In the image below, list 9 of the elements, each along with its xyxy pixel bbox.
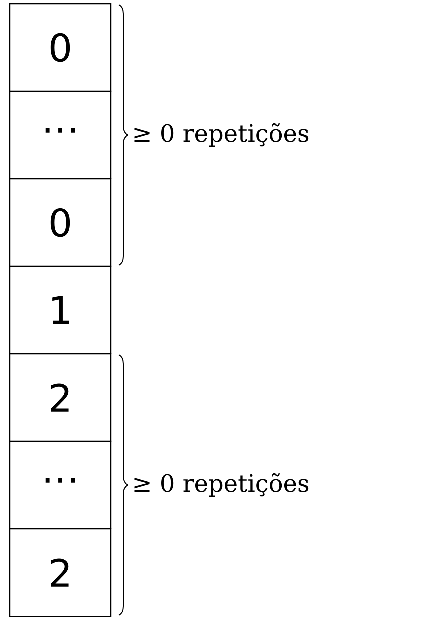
number-box: 1 (9, 266, 112, 355)
number-box: 2 (9, 528, 112, 618)
number-box: 0 (9, 3, 112, 92)
repetition-label: ≥ 0 repetições (134, 123, 309, 148)
repetition-label: ≥ 0 repetições (134, 473, 309, 498)
number-box: ⋯ (9, 90, 112, 180)
number-box: 2 (9, 353, 112, 442)
number-box: 0 (9, 178, 112, 268)
number-box: ⋯ (9, 440, 112, 530)
